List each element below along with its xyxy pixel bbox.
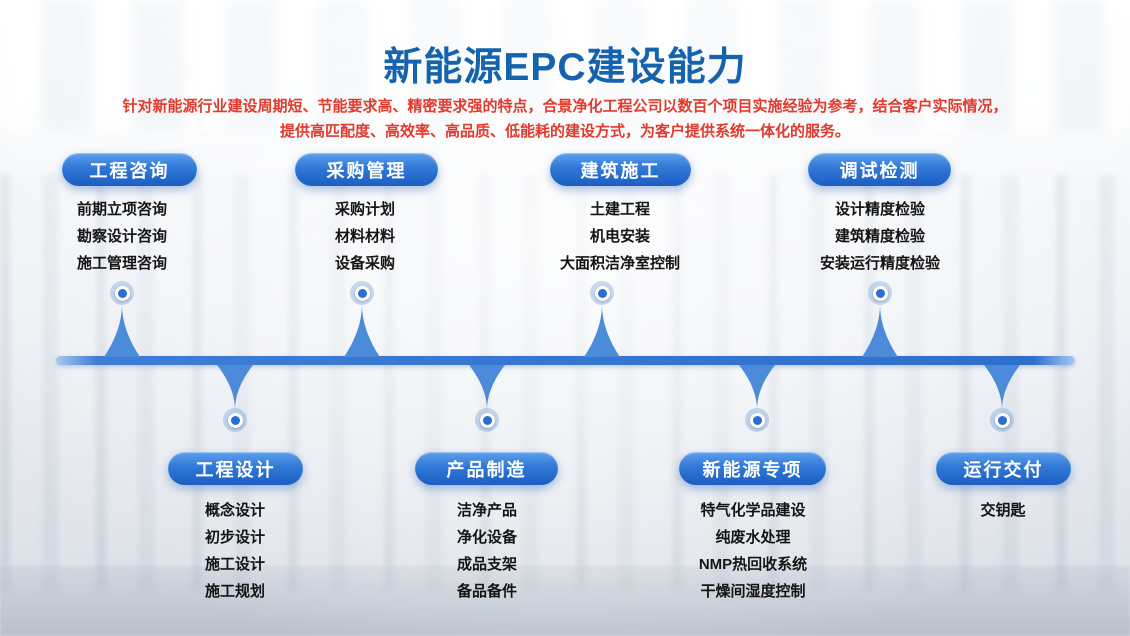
subtitle: 针对新能源行业建设周期短、节能要求高、精密要求强的特点，合景净化工程公司以数百个… bbox=[0, 94, 1130, 144]
node-ring bbox=[749, 412, 765, 428]
timeline-node-dot bbox=[475, 408, 499, 432]
phase-point: 干燥间湿度控制 bbox=[700, 583, 806, 600]
phase-points-testing: 设计精度检验 建筑精度检验 安装运行精度检验 bbox=[820, 196, 940, 277]
phase-points-construction: 土建工程 机电安装 大面积洁净室控制 bbox=[560, 196, 680, 277]
connector-arrow-down bbox=[984, 365, 1020, 410]
connector-arrow-up bbox=[344, 304, 380, 357]
connector-arrow-up bbox=[862, 304, 898, 357]
phase-points-product-manufacturing: 洁净产品 净化设备 成品支架 备品备件 bbox=[457, 497, 517, 605]
phase-pill-engineering-design: 工程设计 bbox=[168, 452, 303, 485]
node-core bbox=[875, 288, 885, 298]
phase-point: 前期立项咨询 bbox=[76, 201, 168, 218]
connector-arrow-down bbox=[739, 365, 775, 410]
node-core bbox=[117, 288, 127, 298]
phase-point: 机电安装 bbox=[589, 228, 651, 245]
phase-point: 初步设计 bbox=[204, 529, 266, 546]
timeline-bar bbox=[56, 356, 1075, 365]
timeline-node-dot bbox=[223, 408, 247, 432]
timeline-node-dot bbox=[990, 408, 1014, 432]
phase-point: 施工规划 bbox=[204, 583, 266, 600]
phase-point: 成品支架 bbox=[456, 556, 518, 573]
phase-points-procurement: 采购计划 材料材料 设备采购 bbox=[335, 196, 395, 277]
node-ring bbox=[994, 412, 1010, 428]
node-core bbox=[597, 288, 607, 298]
phase-points-new-energy-special: 特气化学品建设 纯废水处理 NMP热回收系统 干燥间湿度控制 bbox=[699, 497, 807, 605]
node-core bbox=[357, 288, 367, 298]
phase-point: 特气化学品建设 bbox=[700, 502, 806, 519]
node-core bbox=[230, 415, 240, 425]
timeline-node-dot bbox=[110, 281, 134, 305]
node-core bbox=[752, 415, 762, 425]
phase-point: 净化设备 bbox=[456, 529, 518, 546]
phase-point: 施工设计 bbox=[204, 556, 266, 573]
phase-points-engineering-consulting: 前期立项咨询 勘察设计咨询 施工管理咨询 bbox=[77, 196, 167, 277]
phase-point: 勘察设计咨询 bbox=[76, 228, 168, 245]
node-ring bbox=[594, 285, 610, 301]
phase-point: 施工管理咨询 bbox=[76, 255, 168, 272]
phase-point: 纯废水处理 bbox=[715, 529, 791, 546]
timeline-node-dot bbox=[868, 281, 892, 305]
timeline-node-dot bbox=[745, 408, 769, 432]
node-ring bbox=[114, 285, 130, 301]
phase-pill-product-manufacturing: 产品制造 bbox=[415, 452, 558, 485]
phase-point: 洁净产品 bbox=[456, 502, 518, 519]
phase-point: 概念设计 bbox=[204, 502, 266, 519]
phase-points-engineering-design: 概念设计 初步设计 施工设计 施工规划 bbox=[205, 497, 265, 605]
phase-pill-operation-delivery: 运行交付 bbox=[936, 452, 1071, 485]
page-title: 新能源EPC建设能力 bbox=[383, 46, 747, 89]
timeline-node-dot bbox=[590, 281, 614, 305]
connector-arrow-down bbox=[469, 365, 505, 410]
phase-pill-new-energy-special: 新能源专项 bbox=[679, 452, 826, 485]
phase-point: 大面积洁净室控制 bbox=[559, 255, 681, 272]
timeline-node-dot bbox=[350, 281, 374, 305]
phase-point: 备品备件 bbox=[456, 583, 518, 600]
node-ring bbox=[354, 285, 370, 301]
subtitle-line-1: 针对新能源行业建设周期短、节能要求高、精密要求强的特点，合景净化工程公司以数百个… bbox=[122, 98, 1008, 115]
phase-point: 安装运行精度检验 bbox=[819, 255, 941, 272]
node-ring bbox=[479, 412, 495, 428]
phase-pill-procurement: 采购管理 bbox=[295, 153, 438, 186]
phase-point: 材料材料 bbox=[334, 228, 396, 245]
phase-pill-testing: 调试检测 bbox=[808, 153, 951, 186]
phase-point: 采购计划 bbox=[334, 201, 396, 218]
phase-point: 设计精度检验 bbox=[834, 201, 926, 218]
node-ring bbox=[227, 412, 243, 428]
node-core bbox=[997, 415, 1007, 425]
connector-arrow-up bbox=[104, 304, 140, 357]
node-core bbox=[482, 415, 492, 425]
phase-pill-construction: 建筑施工 bbox=[550, 153, 691, 186]
phase-point: 土建工程 bbox=[589, 201, 651, 218]
connector-arrow-up bbox=[584, 304, 620, 357]
phase-point: 设备采购 bbox=[334, 255, 396, 272]
phase-point: NMP热回收系统 bbox=[698, 556, 808, 573]
phase-pill-engineering-consulting: 工程咨询 bbox=[62, 153, 197, 186]
connector-arrow-down bbox=[217, 365, 253, 410]
phase-point: 交钥匙 bbox=[980, 502, 1026, 519]
subtitle-line-2: 提供高匹配度、高效率、高品质、低能耗的建设方式，为客户提供系统一体化的服务。 bbox=[279, 123, 850, 140]
phase-point: 建筑精度检验 bbox=[834, 228, 926, 245]
node-ring bbox=[872, 285, 888, 301]
phase-points-operation-delivery: 交钥匙 bbox=[980, 497, 1025, 524]
